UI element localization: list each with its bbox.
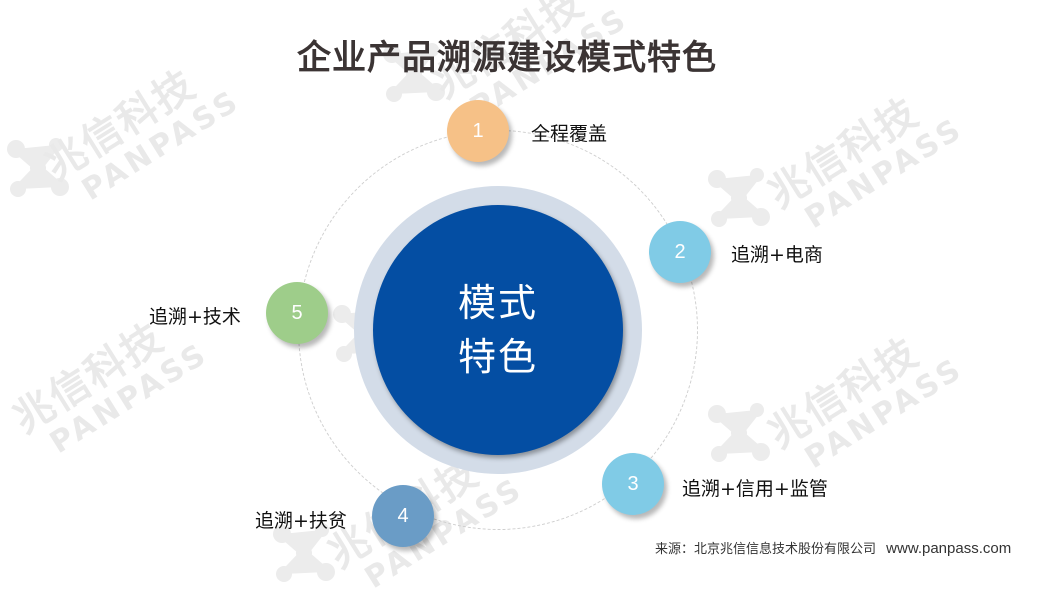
source-footer: 来源：北京兆信信息技术股份有限公司 www.panpass.com: [655, 538, 1011, 557]
page-title: 企业产品溯源建设模式特色: [297, 38, 717, 78]
source-text: 来源：北京兆信信息技术股份有限公司: [655, 542, 877, 557]
node-1: 1: [447, 100, 509, 162]
center-text-line2: 特色: [457, 335, 538, 379]
node-5-label: 追溯+技术: [149, 306, 241, 328]
panpass-logo-watermark-icon: [7, 138, 69, 197]
panpass-logo-watermark-icon: [708, 168, 770, 227]
panpass-logo-watermark-icon: [708, 403, 770, 462]
node-3: 3: [602, 453, 664, 515]
node-2: 2: [649, 221, 711, 283]
node-4: 4: [372, 485, 434, 547]
node-5: 5: [266, 282, 328, 344]
center-text-line1: 模式: [457, 281, 538, 325]
node-2-label: 追溯+电商: [731, 244, 823, 266]
node-3-label: 追溯+信用+监管: [682, 478, 828, 500]
node-4-label: 追溯+扶贫: [255, 510, 347, 532]
website-url: www.panpass.com: [886, 540, 1012, 557]
node-1-label: 全程覆盖: [531, 123, 608, 145]
center-circle: 模式 特色: [373, 205, 623, 455]
